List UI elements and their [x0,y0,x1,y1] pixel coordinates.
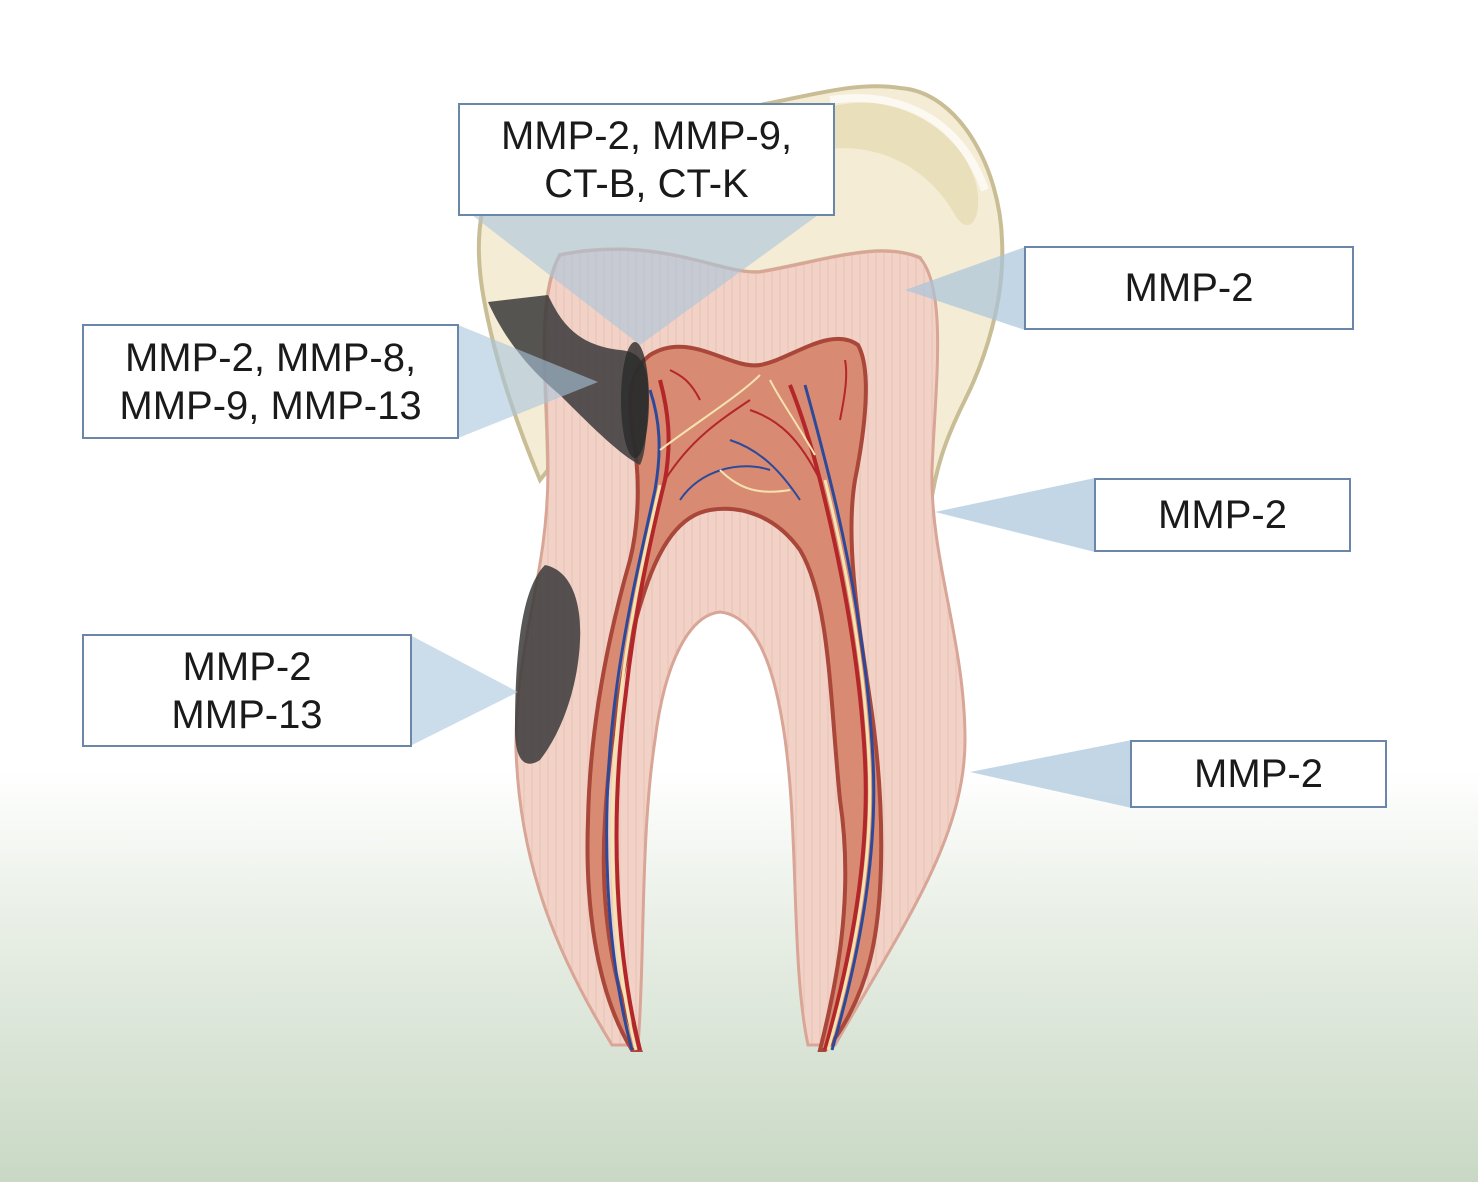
label-caries-lesion: MMP-2, MMP-8, MMP-9, MMP-13 [82,324,459,439]
callout-pointer-dentin-mid [935,478,1095,552]
label-enamel-lesion-line2: CT-B, CT-K [544,161,749,206]
label-dentin-crown-line1: MMP-2 [1124,266,1254,310]
label-caries-lesion-line1: MMP-2, MMP-8, [124,335,417,380]
callout-pointer-root-dentin [970,740,1132,808]
label-dentin-mid-line1: MMP-2 [1158,493,1287,537]
label-root-lesion: MMP-2 MMP-13 [82,634,412,747]
vein-right [803,384,876,1051]
label-caries-lesion-line2: MMP-9, MMP-13 [119,383,422,428]
nerve-left [610,484,662,1051]
label-root-dentin-line1: MMP-2 [1194,752,1323,796]
callout-pointer-dentin-crown [905,247,1025,330]
label-dentin-mid: MMP-2 [1094,478,1351,552]
nerve-right [823,479,872,1051]
enamel-sheen [829,94,989,192]
label-enamel-lesion-line1: MMP-2, MMP-9, [500,113,793,158]
enamel-highlight [820,102,979,226]
callout-pointer-enamel [472,215,818,345]
vein-left [605,389,661,1051]
pulp-chamber [585,337,884,1052]
label-root-dentin: MMP-2 [1130,740,1387,808]
caries-lesion-root [515,565,581,764]
caries-lesion-pulp-edge [621,342,649,458]
pulp-branches [659,359,848,501]
label-root-lesion-line1: MMP-2 [182,644,312,689]
label-root-lesion-line2: MMP-13 [171,692,323,737]
callout-pointer-root-lesion [410,635,518,746]
label-enamel-lesion: MMP-2, MMP-9, CT-B, CT-K [458,103,835,216]
callout-pointer-caries [458,325,598,438]
label-dentin-crown: MMP-2 [1024,246,1354,330]
